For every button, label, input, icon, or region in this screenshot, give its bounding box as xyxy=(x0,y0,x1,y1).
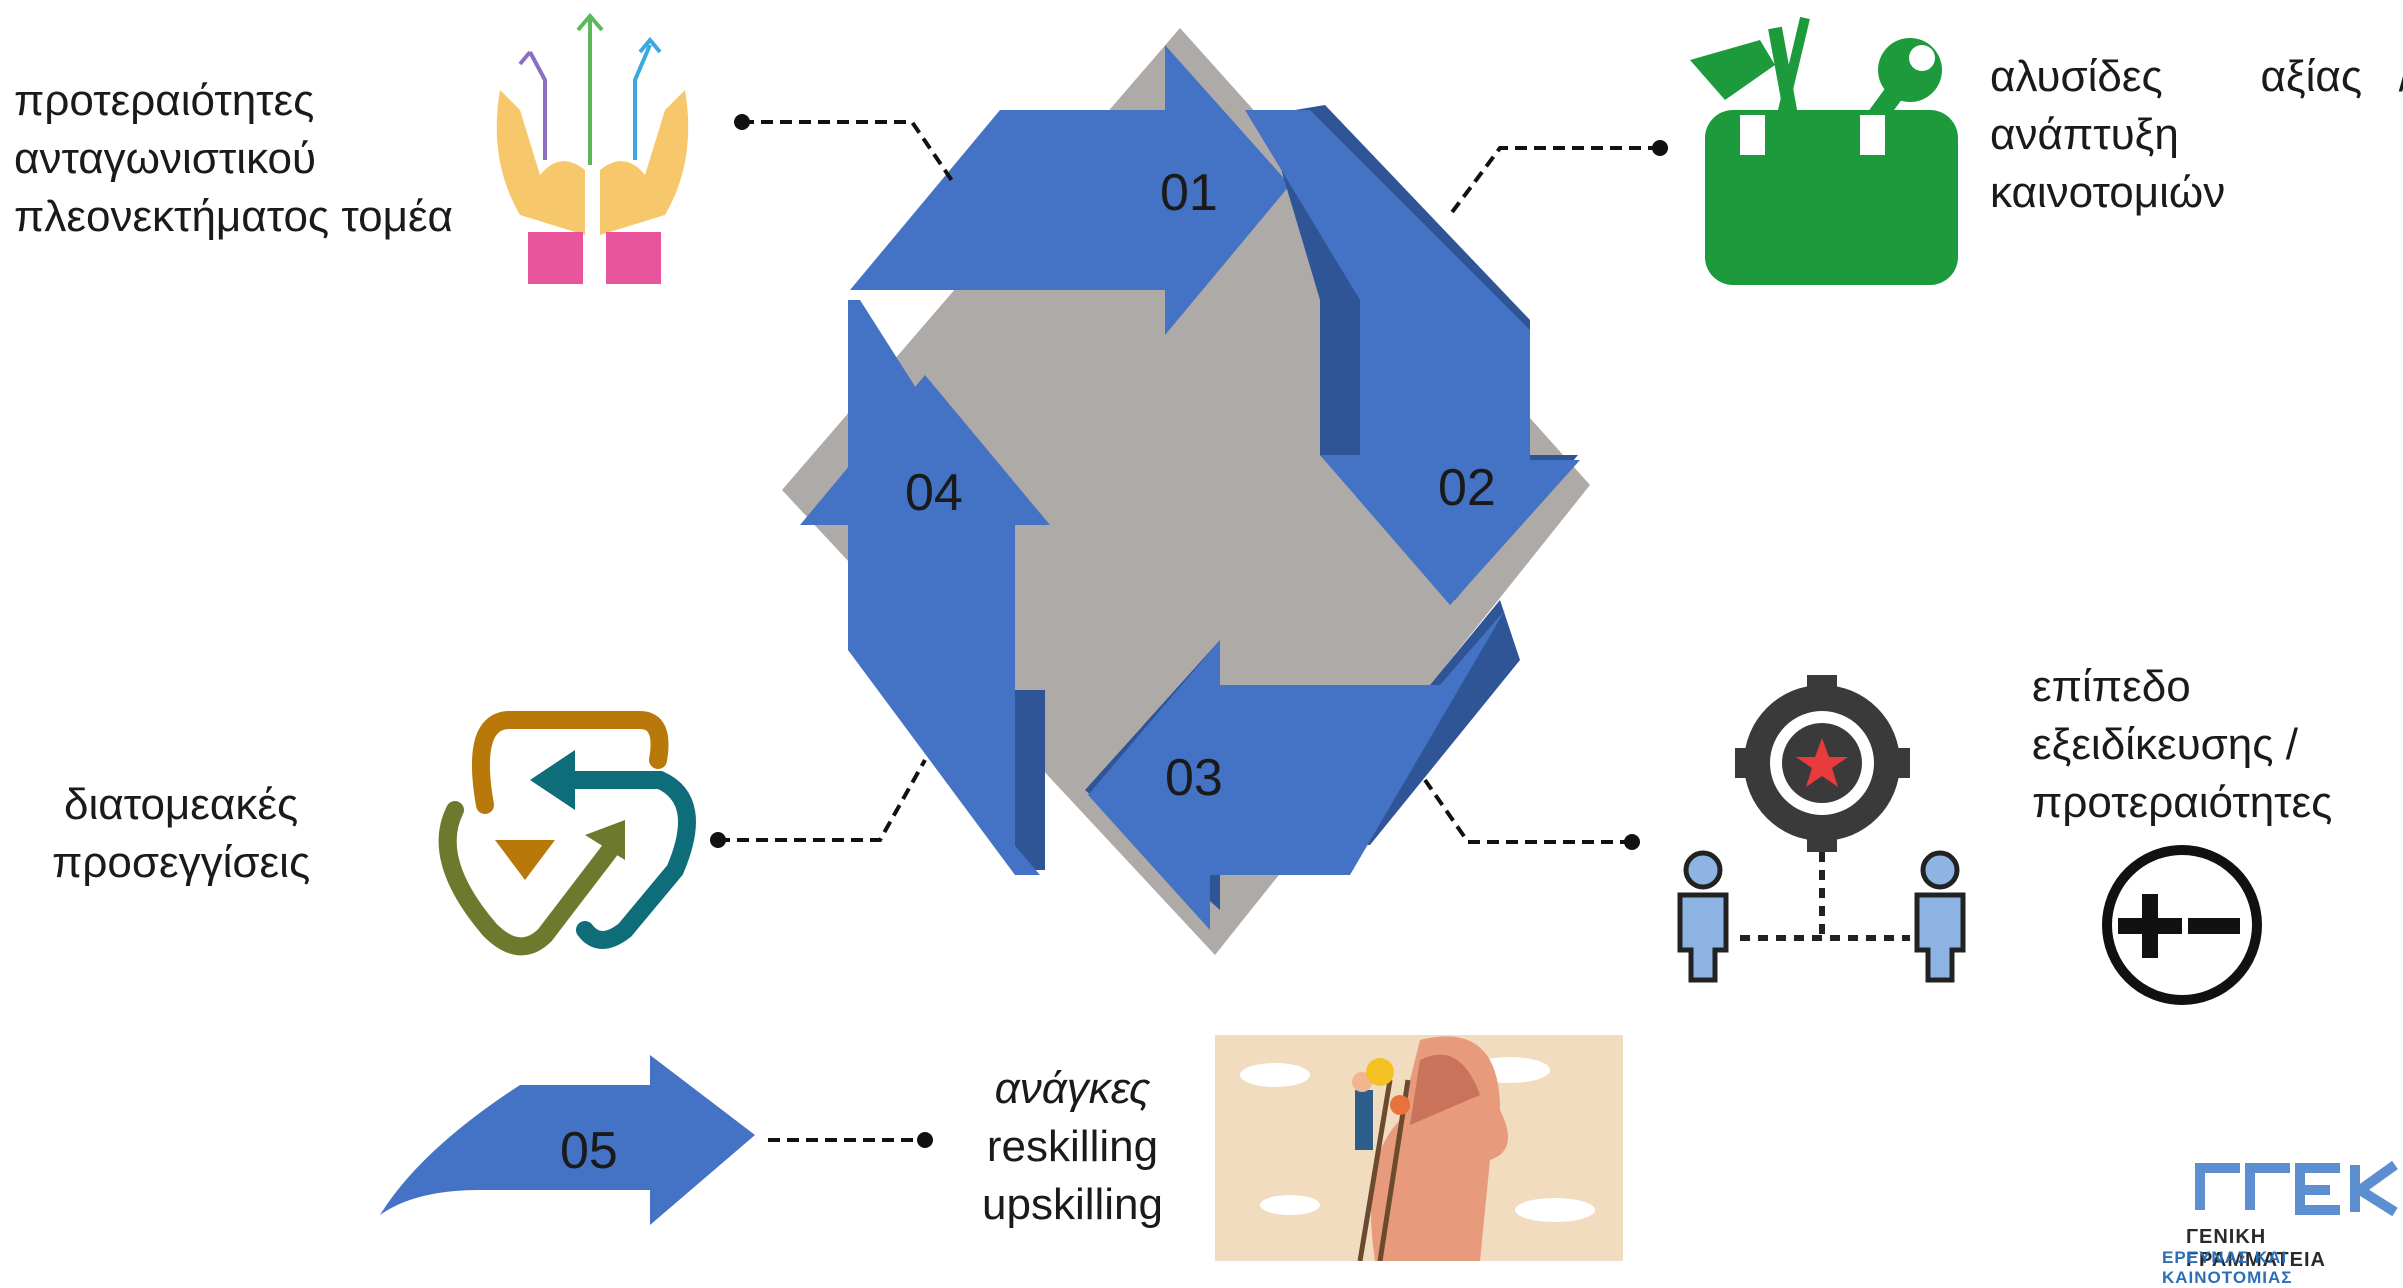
step-04-label: 04 xyxy=(905,464,963,522)
logo-text-line2: ΕΡΕΥΝΑΣ ΚΑΙ ΚΑΙΝΟΤΟΜΙΑΣ xyxy=(2162,1248,2293,1287)
label-cross-sector-approaches: διατομεακές προσεγγίσεις xyxy=(52,776,310,892)
central-gray-fill xyxy=(960,300,1300,690)
cycle-arrows-icon xyxy=(438,711,696,956)
head-ladder-illustration xyxy=(1215,1035,1623,1261)
label-mr-line1: επίπεδο xyxy=(2032,662,2191,711)
label-bottom-line1: ανάγκες xyxy=(994,1064,1151,1113)
step-03-label: 03 xyxy=(1165,749,1223,807)
label-mr-line2: εξειδίκευσης / xyxy=(2032,720,2298,769)
connector-middle-right xyxy=(1423,778,1632,844)
connector-top-left xyxy=(742,120,957,187)
label-tl-line2: ανταγωνιστικού xyxy=(14,134,317,183)
plus-minus-icon xyxy=(2102,845,2262,1005)
label-specialisation-level: επίπεδο εξειδίκευσης / προτεραιότητες xyxy=(2032,658,2332,832)
step-02-label: 02 xyxy=(1438,459,1496,517)
diagram-canvas: 01 02 03 04 05 xyxy=(380,12,2398,1261)
label-mr-line3: προτεραιότητες xyxy=(2032,778,2333,827)
ggek-logo xyxy=(2195,1160,2398,1217)
toolbox-icon xyxy=(1690,16,1958,285)
label-tl-line1: προτεραιότητες xyxy=(14,76,315,125)
arrow-05: 05 xyxy=(380,1055,755,1225)
label-reskilling-needs: ανάγκες reskilling upskilling xyxy=(982,1060,1163,1234)
label-ml-line2: προσεγγίσεις xyxy=(52,838,311,887)
arrow-01: 01 xyxy=(850,45,1290,335)
connector-middle-left xyxy=(718,759,927,842)
label-ml-line1: διατομεακές xyxy=(63,780,299,829)
connectors xyxy=(718,120,1660,1142)
step-05-label: 05 xyxy=(560,1122,618,1180)
hands-growth-arrows-icon xyxy=(496,12,689,284)
connector-top-right xyxy=(1448,146,1660,217)
arrow-03: 03 xyxy=(1085,600,1520,930)
label-tr-line1: αλυσίδες αξίας / xyxy=(1990,52,2403,101)
label-competitive-advantage-priorities: προτεραιότητες ανταγωνιστικού πλεονεκτήμ… xyxy=(14,72,453,246)
label-value-chains: αλυσίδες αξίας / ανάπτυξη καινοτομιών xyxy=(1990,48,2403,222)
label-bottom-line3: upskilling xyxy=(982,1180,1163,1229)
label-tr-line3: καινοτομιών xyxy=(1990,168,2226,217)
gear-people-network-icon xyxy=(1677,675,1966,983)
label-bottom-line2: reskilling xyxy=(986,1122,1159,1171)
arrow-02: 02 xyxy=(1245,105,1580,605)
arrow-04: 04 xyxy=(800,300,1050,875)
step-01-label: 01 xyxy=(1160,164,1218,222)
label-tr-line2: ανάπτυξη xyxy=(1990,110,2179,159)
label-tl-line3: πλεονεκτήματος τομέα xyxy=(14,192,453,241)
connector-dots xyxy=(710,114,1668,1148)
